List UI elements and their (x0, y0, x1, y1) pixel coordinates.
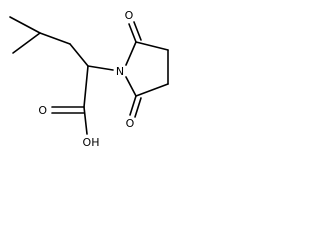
bond-carboxyl-oh (83, 106, 88, 135)
ring-oxygen-top-label: O (125, 9, 134, 22)
structure-diagram: O OH N O O (0, 0, 188, 157)
ring-oxygen-bottom-label: O (126, 117, 135, 130)
bond-ch-ch2 (39, 32, 71, 45)
isobutyl-chain (9, 16, 89, 67)
bond-alpha-nitrogen (87, 65, 114, 71)
bond-alpha-carboxyl (83, 65, 89, 108)
bond-ch2-alpha (69, 43, 89, 67)
bond-c2-oxygen-2 (133, 21, 142, 41)
carboxylic-acid-group: O OH (38, 65, 100, 149)
bond-c2-c3 (135, 41, 169, 51)
background (0, 0, 188, 157)
bond-c5-oxygen-1 (129, 95, 137, 116)
bond-methyl-bottom (12, 32, 41, 54)
succinimide-ring: N O O (87, 9, 169, 130)
bond-nitrogen-c2 (125, 41, 137, 66)
bond-c5-oxygen-2 (134, 97, 142, 118)
hydroxyl-label: OH (83, 136, 100, 149)
carbonyl-oxygen-label: O (38, 104, 47, 117)
bond-c5-nitrogen (125, 76, 137, 97)
nitrogen-label: N (116, 65, 124, 78)
bond-c2-oxygen-1 (128, 23, 137, 43)
bond-methyl-top (9, 16, 41, 34)
bond-c4-c5 (135, 83, 169, 97)
